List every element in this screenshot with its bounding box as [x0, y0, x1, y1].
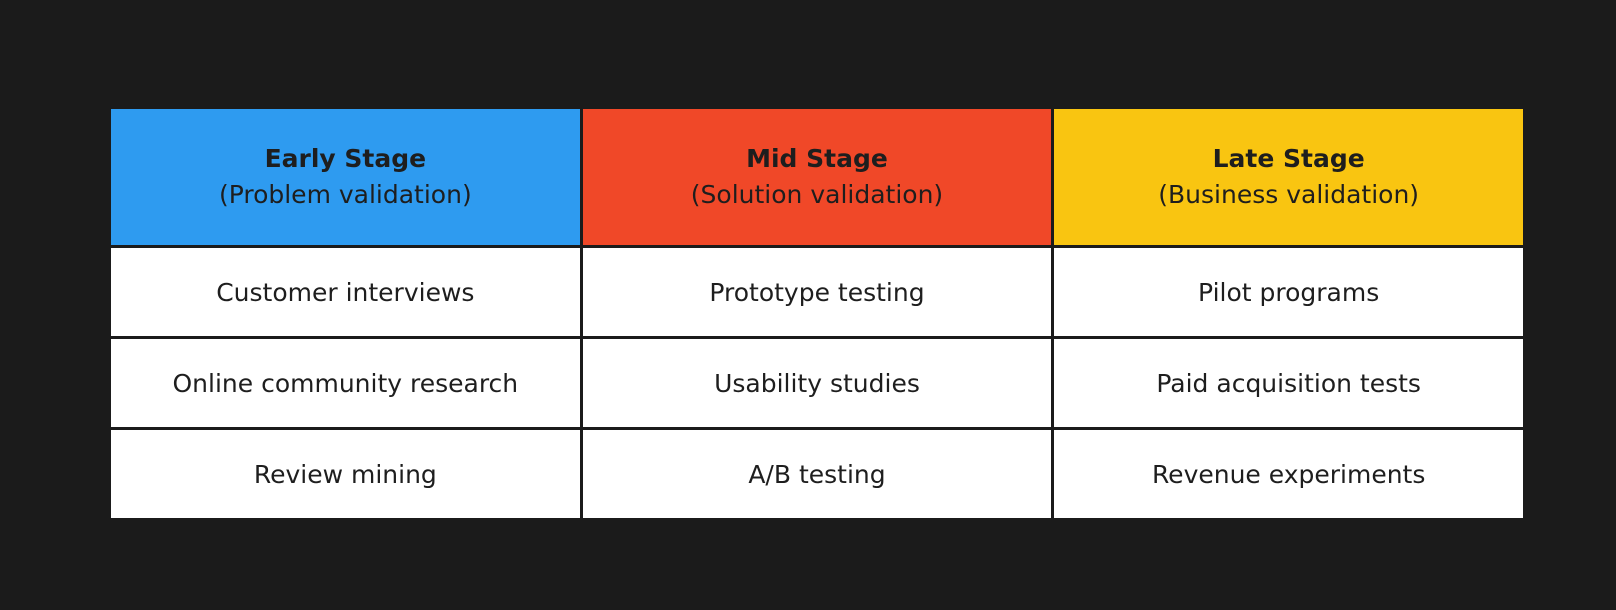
table-cell: Online community research — [108, 336, 583, 430]
table-row: Online community research Usability stud… — [108, 336, 1526, 430]
header-subtitle: (Problem validation) — [218, 180, 472, 209]
table-cell: Revenue experiments — [1051, 427, 1526, 521]
header-late-stage: Late Stage (Business validation) — [1051, 106, 1526, 248]
header-row: Early Stage (Problem validation) Mid Sta… — [108, 106, 1526, 248]
header-subtitle: (Business validation) — [1158, 180, 1420, 209]
table-cell: Review mining — [108, 427, 583, 521]
table-cell: Pilot programs — [1051, 245, 1526, 339]
header-mid-stage: Mid Stage (Solution validation) — [579, 106, 1055, 248]
validation-stage-table: Early Stage (Problem validation) Mid Sta… — [108, 106, 1526, 521]
table-header: Early Stage (Problem validation) Mid Sta… — [108, 106, 1526, 248]
header-title: Mid Stage — [746, 144, 888, 173]
table-row: Customer interviews Prototype testing Pi… — [108, 245, 1526, 339]
table-cell: Customer interviews — [108, 245, 583, 339]
table-cell: Paid acquisition tests — [1051, 336, 1526, 430]
header-title: Early Stage — [264, 144, 427, 173]
header-subtitle: (Solution validation) — [690, 180, 944, 209]
table-body: Customer interviews Prototype testing Pi… — [108, 245, 1526, 521]
table-cell: Prototype testing — [579, 245, 1055, 339]
table-cell: Usability studies — [579, 336, 1055, 430]
header-title: Late Stage — [1212, 144, 1365, 173]
table-row: Review mining A/B testing Revenue experi… — [108, 427, 1526, 521]
table-cell: A/B testing — [579, 427, 1055, 521]
header-early-stage: Early Stage (Problem validation) — [108, 106, 583, 248]
